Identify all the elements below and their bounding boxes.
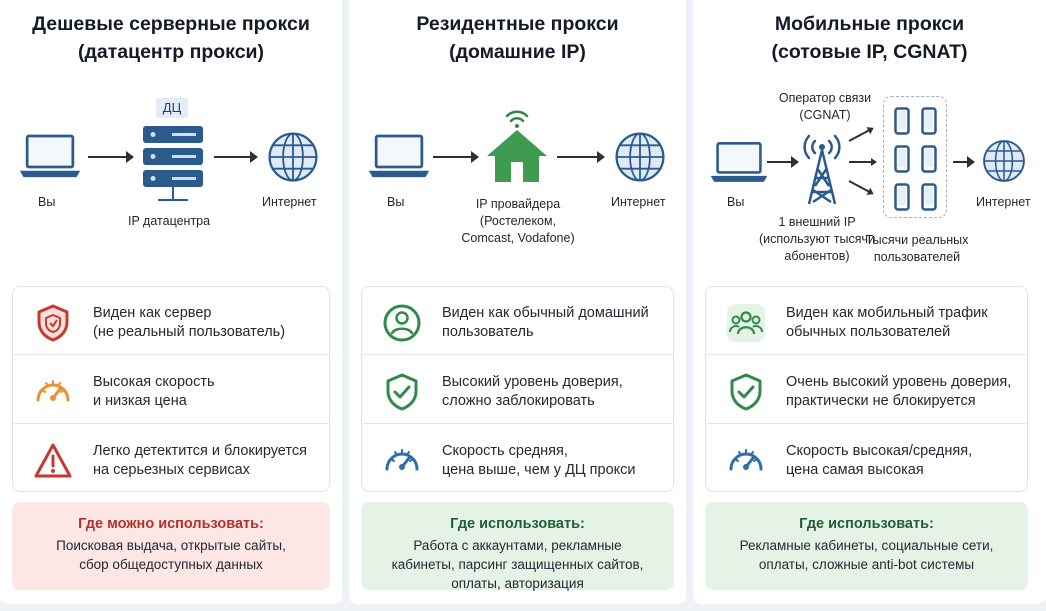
feature-row: Высокая скорость и низкая цена <box>13 356 329 424</box>
use-cases-box: Где использовать: Рекламные кабинеты, со… <box>705 502 1028 590</box>
shield-check-icon <box>726 372 766 412</box>
internet-label: Интернет <box>611 195 666 209</box>
column-title: Мобильные прокси (сотовые IP, CGNAT) <box>771 13 968 63</box>
column-title: Дешевые серверные прокси (датацентр прок… <box>32 13 310 63</box>
column-title: Резидентные прокси (домашние IP) <box>416 13 619 63</box>
arrow <box>848 127 873 142</box>
feature-text: Высокий уровень доверия, сложно заблокир… <box>442 374 623 409</box>
shield-alert-icon <box>37 304 69 342</box>
feature-row: Скорость средняя, цена выше, чем у ДЦ пр… <box>362 425 673 493</box>
arrow <box>849 158 877 166</box>
feature-text: Легко детектится и блокируется на серьез… <box>93 443 307 478</box>
globe-icon <box>266 130 320 184</box>
use-cases-heading: Где использовать: <box>799 516 934 532</box>
arrow <box>767 156 799 168</box>
feature-row: Виден как сервер (не реальный пользовате… <box>13 287 329 355</box>
feature-text: Виден как обычный домашний пользователь <box>442 305 649 340</box>
arrow <box>214 151 258 163</box>
internet-label: Интернет <box>976 195 1031 209</box>
use-cases-body: Рекламные кабинеты, социальные сети, опл… <box>739 538 994 572</box>
laptop-icon <box>367 132 431 182</box>
internet-label: Интернет <box>262 195 317 209</box>
phone-icon <box>921 183 937 211</box>
you-label: Вы <box>387 195 405 209</box>
features-panel: Виден как обычный домашний пользователь … <box>361 286 674 492</box>
use-cases-heading: Где использовать: <box>450 516 585 532</box>
feature-row: Виден как обычный домашний пользователь <box>362 287 673 355</box>
features-panel: Виден как сервер (не реальный пользовате… <box>12 286 330 492</box>
phone-icon <box>894 107 910 135</box>
phones-group <box>883 96 947 218</box>
residential-column: Резидентные прокси (домашние IP) Вы IP п… <box>349 0 686 604</box>
feature-row: Виден как мобильный трафик обычных польз… <box>706 287 1027 355</box>
arrow <box>953 156 975 168</box>
speedometer-icon <box>33 372 73 412</box>
feature-text: Виден как сервер (не реальный пользовате… <box>93 305 286 340</box>
feature-row: Скорость высокая/средняя, цена самая выс… <box>706 425 1027 493</box>
feature-row: Очень высокий уровень доверия, практичес… <box>706 356 1027 424</box>
phone-icon <box>921 145 937 173</box>
shield-check-icon <box>382 372 422 412</box>
user-circle-icon <box>383 304 421 342</box>
features-panel: Виден как мобильный трафик обычных польз… <box>705 286 1028 492</box>
warning-triangle-icon <box>34 443 72 478</box>
dc-badge: ДЦ <box>156 98 188 118</box>
datacenter-column: Дешевые серверные прокси (датацентр прок… <box>0 0 342 604</box>
operator-label: Оператор связи (CGNAT) <box>778 91 872 122</box>
use-cases-box: Где можно использовать: Поисковая выдача… <box>12 502 330 590</box>
arrow <box>88 151 134 163</box>
dc-ip-label: IP датацентра <box>128 214 211 228</box>
phone-icon <box>894 145 910 173</box>
user-group-icon <box>727 304 765 342</box>
feature-text: Очень высокий уровень доверия, практичес… <box>786 374 1012 409</box>
feature-row: Легко детектится и блокируется на серьез… <box>13 425 329 493</box>
real-users-label: Тысячи реальных пользователей <box>865 233 969 264</box>
use-cases-box: Где использовать: Работа с аккаунтами, р… <box>361 502 674 591</box>
feature-row: Высокий уровень доверия, сложно заблокир… <box>362 356 673 424</box>
feature-text: Виден как мобильный трафик обычных польз… <box>786 305 988 340</box>
use-cases-heading: Где можно использовать: <box>78 516 264 532</box>
laptop-icon <box>18 132 82 182</box>
use-cases-body: Работа с аккаунтами, рекламные кабинеты,… <box>391 538 644 591</box>
feature-text: Скорость средняя, цена выше, чем у ДЦ пр… <box>442 443 636 478</box>
you-label: Вы <box>727 195 745 209</box>
phone-icon <box>921 107 937 135</box>
provider-ip-label: IP провайдера (Ростелеком, Comcast, Voda… <box>461 197 575 245</box>
external-ip-label: 1 внешний IP (используют тысячи абоненто… <box>758 215 875 263</box>
cell-tower-icon <box>803 134 841 205</box>
feature-text: Высокая скорость и низкая цена <box>93 374 215 409</box>
you-label: Вы <box>38 195 56 209</box>
laptop-icon <box>709 140 769 186</box>
globe-icon <box>613 130 667 184</box>
server-rack-icon <box>143 126 203 201</box>
globe-icon <box>981 138 1027 184</box>
speedometer-icon <box>726 441 766 481</box>
use-cases-body: Поисковая выдача, открытые сайты, сбор о… <box>56 538 286 572</box>
speedometer-icon <box>382 441 422 481</box>
phone-icon <box>894 183 910 211</box>
arrow <box>848 180 873 195</box>
arrow <box>557 151 605 163</box>
mobile-column: Мобильные прокси (сотовые IP, CGNAT) Вы … <box>693 0 1046 604</box>
arrow <box>433 151 479 163</box>
wifi-home-icon <box>487 110 547 182</box>
feature-text: Скорость высокая/средняя, цена самая выс… <box>786 443 973 478</box>
